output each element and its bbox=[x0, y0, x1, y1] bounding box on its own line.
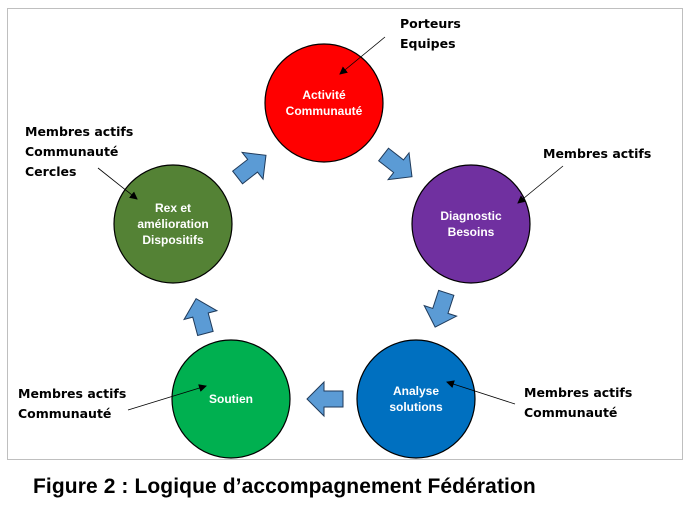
annotation-rex-pointer bbox=[97, 167, 138, 200]
node-diagnostic-circle bbox=[411, 164, 531, 284]
annotation-analyse-text: Communauté bbox=[524, 405, 617, 420]
annotation-diagnostic-pointer bbox=[517, 165, 564, 204]
annotation-rex-text: Cercles bbox=[25, 164, 76, 179]
flow-arrow-activite-to-diagnostic bbox=[377, 147, 413, 181]
node-soutien-label: Soutien bbox=[209, 392, 253, 406]
node-analyse: Analyse solutions bbox=[356, 339, 476, 459]
node-soutien-circle bbox=[171, 339, 291, 459]
node-diagnostic-label: Diagnostic bbox=[440, 209, 502, 223]
node-activite-label: Communauté bbox=[286, 104, 363, 118]
annotation-activite-pointer bbox=[339, 36, 386, 75]
node-soutien: Soutien bbox=[171, 339, 291, 459]
annotation-soutien-text: Communauté bbox=[18, 406, 111, 421]
node-rex-label: amélioration bbox=[137, 217, 208, 231]
node-activite-circle bbox=[264, 43, 384, 163]
node-rex-circle bbox=[113, 164, 233, 284]
annotation-rex-text: Membres actifs bbox=[25, 124, 133, 139]
flow-arrow-analyse-to-soutien bbox=[306, 380, 344, 418]
flow-arrow-diagnostic-to-analyse bbox=[423, 289, 458, 328]
node-activite-label: Activité bbox=[302, 88, 346, 102]
node-analyse-circle bbox=[356, 339, 476, 459]
flow-arrow-soutien-to-rex bbox=[183, 297, 219, 337]
annotation-activite-text: Equipes bbox=[400, 36, 456, 51]
node-rex-label: Dispositifs bbox=[142, 233, 204, 247]
annotation-soutien-text: Membres actifs bbox=[18, 386, 126, 401]
annotation-activite-text: Porteurs bbox=[400, 16, 461, 31]
node-rex-label: Rex et bbox=[155, 201, 191, 215]
node-diagnostic-label: Besoins bbox=[448, 225, 495, 239]
annotation-soutien-pointer bbox=[127, 384, 207, 411]
annotation-diagnostic-text: Membres actifs bbox=[543, 146, 651, 161]
node-analyse-label: Analyse bbox=[393, 384, 439, 398]
figure-caption: Figure 2 : Logique d’accompagnement Fédé… bbox=[33, 475, 536, 498]
node-analyse-label: solutions bbox=[389, 400, 443, 414]
flow-arrow-rex-to-activite bbox=[231, 151, 267, 185]
annotation-rex-text: Communauté bbox=[25, 144, 118, 159]
diagram-frame bbox=[7, 8, 683, 460]
annotation-analyse-pointer bbox=[446, 380, 516, 405]
annotation-analyse-text: Membres actifs bbox=[524, 385, 632, 400]
annotation-diagnostic: Membres actifs bbox=[517, 146, 651, 204]
